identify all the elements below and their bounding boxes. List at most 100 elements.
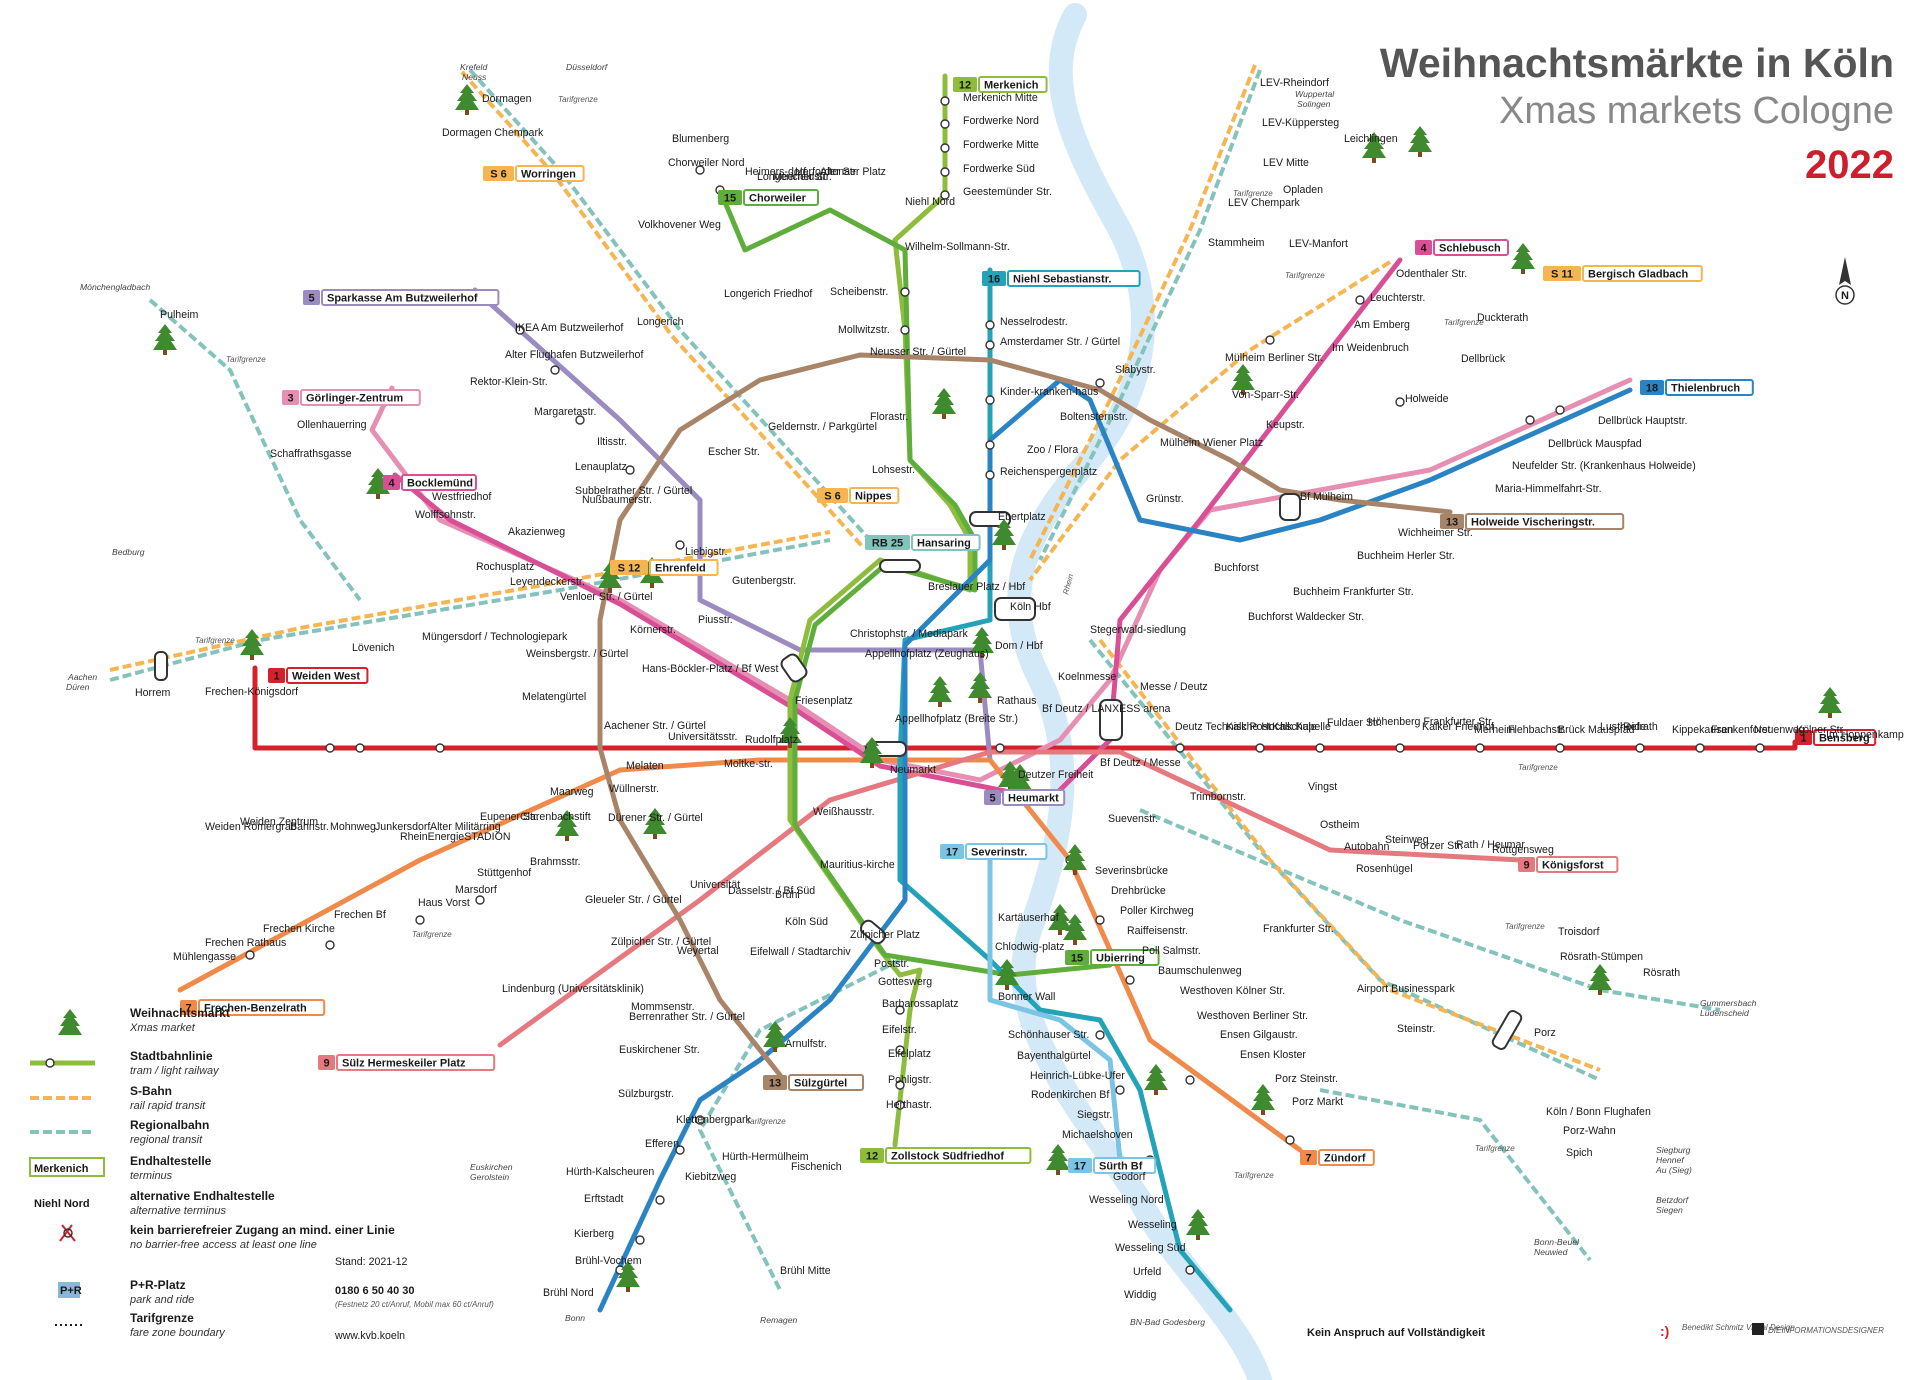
station-dot [655,1195,665,1205]
legend-box-label: Merkenich [34,1163,89,1175]
station-label: Deutzer Freiheit [1018,769,1093,781]
station-label: Stammheim [1208,237,1265,249]
station-dot [695,1115,705,1125]
station-label: LEV-Rheindorf [1260,77,1329,89]
station-label: Gotteswerg [878,976,932,988]
station-label: Rathaus [997,695,1036,707]
station-label: Mühlengasse [173,951,236,963]
station-label: Ensen Gilgaustr. [1220,1029,1298,1041]
station-dot [1395,397,1405,407]
sbahn-lines [109,64,1601,1072]
station-label: Altonaer Platz [820,166,886,178]
station-label: Godorf [1113,1171,1145,1183]
station-label: Melaten [626,760,664,772]
station-label: Sülzburgstr. [618,1088,674,1100]
terminus-name: Bocklemünd [407,478,473,490]
terminus-line-number: 15 [1071,953,1083,965]
station-label: Scheibenstr. [830,286,888,298]
station-label: Universität [690,879,740,891]
fare-zone-label: Tarifgrenze [558,95,598,104]
station-label: Iltisstr. [597,436,627,448]
terminus-name: Heumarkt [1008,793,1059,805]
station-label: LEV Mitte [1263,157,1309,169]
station-dot [1475,743,1485,753]
station-label: Deutz Technische Hochschule [1175,721,1317,733]
terminus-name: Weiden West [292,671,360,683]
station-label: Holweide [1405,393,1449,405]
station-label: Refrath [1623,721,1658,733]
terminus-line-number: S 6 [824,491,841,503]
station-label: Margaretastr. [534,406,596,418]
station-label: Dom / Hbf [995,640,1043,652]
xmas-market-tree-icon [1231,364,1255,395]
terminus-name: Zündorf [1324,1153,1366,1165]
interchange-flughafen [1491,1010,1523,1050]
station-dot [1315,743,1325,753]
legend-title: S-Bahn [130,1084,172,1098]
svg-text:N: N [1841,290,1849,302]
station-label: Spich [1566,1147,1593,1159]
regional-line-bonn [1319,1088,1592,1262]
station-label: Widdig [1124,1289,1156,1301]
station-label: Wesseling Süd [1115,1242,1186,1254]
station-dot [1095,915,1105,925]
station-label: Wüllnerstr. [609,783,659,795]
terminus-name: Sülzgürtel [794,1078,847,1090]
station-label: Buchheim Frankfurter Str. [1293,586,1414,598]
xmas-market-tree-icon [1186,1209,1210,1240]
station-label: Von-Sparr-Str. [1232,389,1299,401]
terminus-name: Thielenbruch [1671,383,1740,395]
station-label: Kölner Str. [1796,724,1845,736]
destination-label: Siegen [1656,1205,1683,1215]
station-label: Köln Süd [785,916,828,928]
station-label: Steinweg [1385,834,1429,846]
destination-label: Lüdenscheid [1700,1008,1749,1018]
xmas-market-tree-icon [928,676,952,707]
station-label: Am Emberg [1354,319,1410,331]
station-label: Porzer Str. [1413,840,1463,852]
sbahn-line-west [109,530,831,672]
terminus-line-number: S 12 [618,563,641,575]
station-label: Stüttgenhof [477,867,531,879]
station-label: Leuchterstr. [1370,292,1425,304]
destination-label: Wuppertal [1295,89,1335,99]
station-label: Porz Markt [1292,1096,1343,1108]
title-block: Weihnachtsmärkte in Köln Xmas markets Co… [1380,40,1894,194]
terminus-name: Zollstock Südfriedhof [891,1151,1004,1163]
terminus-name: Holweide Vischeringstr. [1471,517,1595,529]
station-label: Klettenbergpark [676,1114,751,1126]
station-label: Gutenbergstr. [732,575,796,587]
station-label: Liebigstr. [685,546,727,558]
destination-label: Solingen [1297,99,1331,109]
park-and-ride-icon [58,1282,80,1298]
website-link[interactable]: www.kvb.koeln [334,1330,405,1342]
station-label: Bf Deutz / Messe [1100,757,1181,769]
station-label: Raiffeisenstr. [1127,925,1188,937]
station-label: Piusstr. [698,614,733,626]
xmas-market-tree-icon [1362,132,1386,163]
station-dot [985,340,995,350]
station-label: Hürth-Kalscheuren [566,1166,654,1178]
fare-zone-label: Tarifgrenze [1233,189,1273,198]
station-dot [325,743,335,753]
destination-label: Neuwied [1534,1247,1568,1257]
xmas-market-tree-icon [968,672,992,703]
station-label: Lohsestr. [872,464,915,476]
station-label: Bf Deutz / LANXESS arena [1042,703,1170,715]
line-12 [787,73,973,1148]
station-dot [1555,743,1565,753]
station-label: Geestemünder Str. [963,186,1052,198]
station-label: Messe / Deutz [1140,681,1208,693]
xmas-market-tree-icon [1063,914,1087,945]
destination-label: Euskirchen [470,1162,513,1172]
station-label: Poller Kirchweg [1120,905,1194,917]
xmas-market-tree-icon [778,717,802,748]
terminus-name: Ehrenfeld [655,563,706,575]
station-label: Fischenich [791,1161,842,1173]
station-label: Kalk Post [1226,721,1271,733]
